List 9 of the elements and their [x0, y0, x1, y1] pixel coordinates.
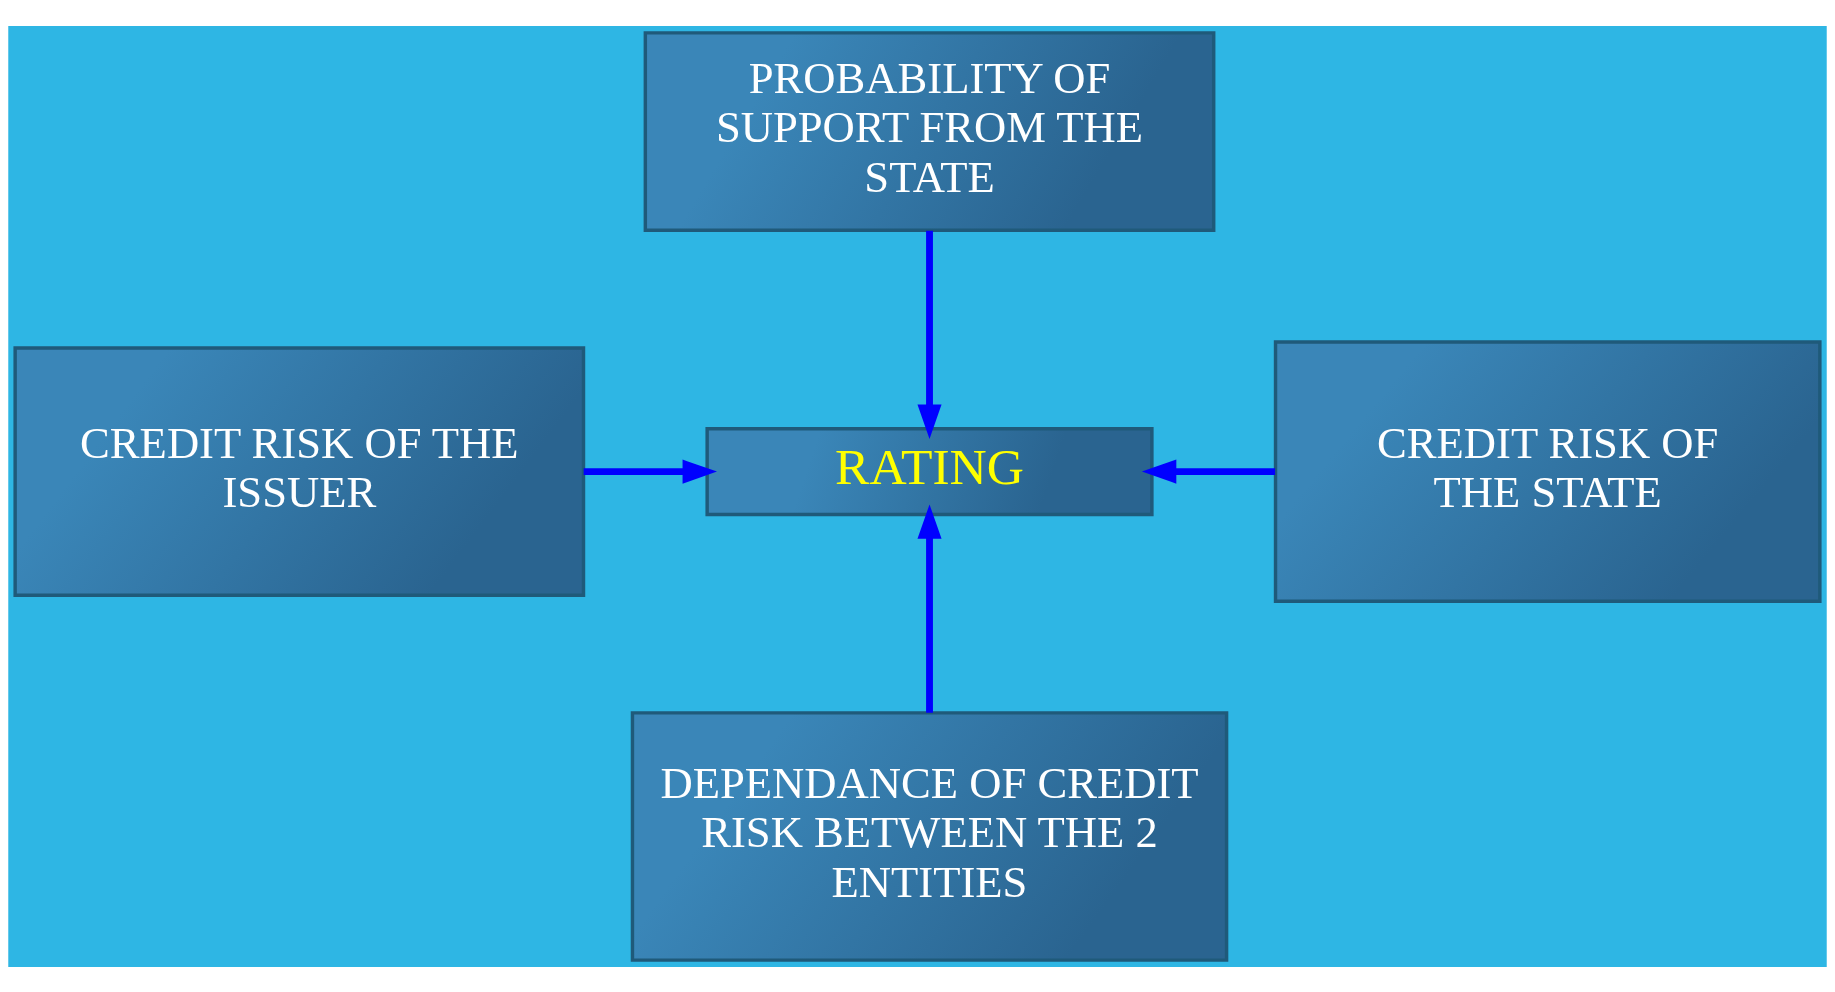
arrow [583, 459, 717, 484]
node-box: RATING [705, 426, 1154, 516]
node-box: DEPENDANCE OF CREDIT RISK BETWEEN THE 2 ENTITIES [630, 710, 1229, 962]
node-box: CREDIT RISK OF THE ISSUER [13, 345, 586, 597]
node-box: PROBABILITY OF SUPPORT FROM THE STATE [643, 30, 1216, 232]
arrow [917, 503, 942, 713]
arrow [917, 230, 942, 439]
node-box: CREDIT RISK OF THE STATE [1273, 339, 1822, 603]
arrow [1141, 459, 1276, 484]
